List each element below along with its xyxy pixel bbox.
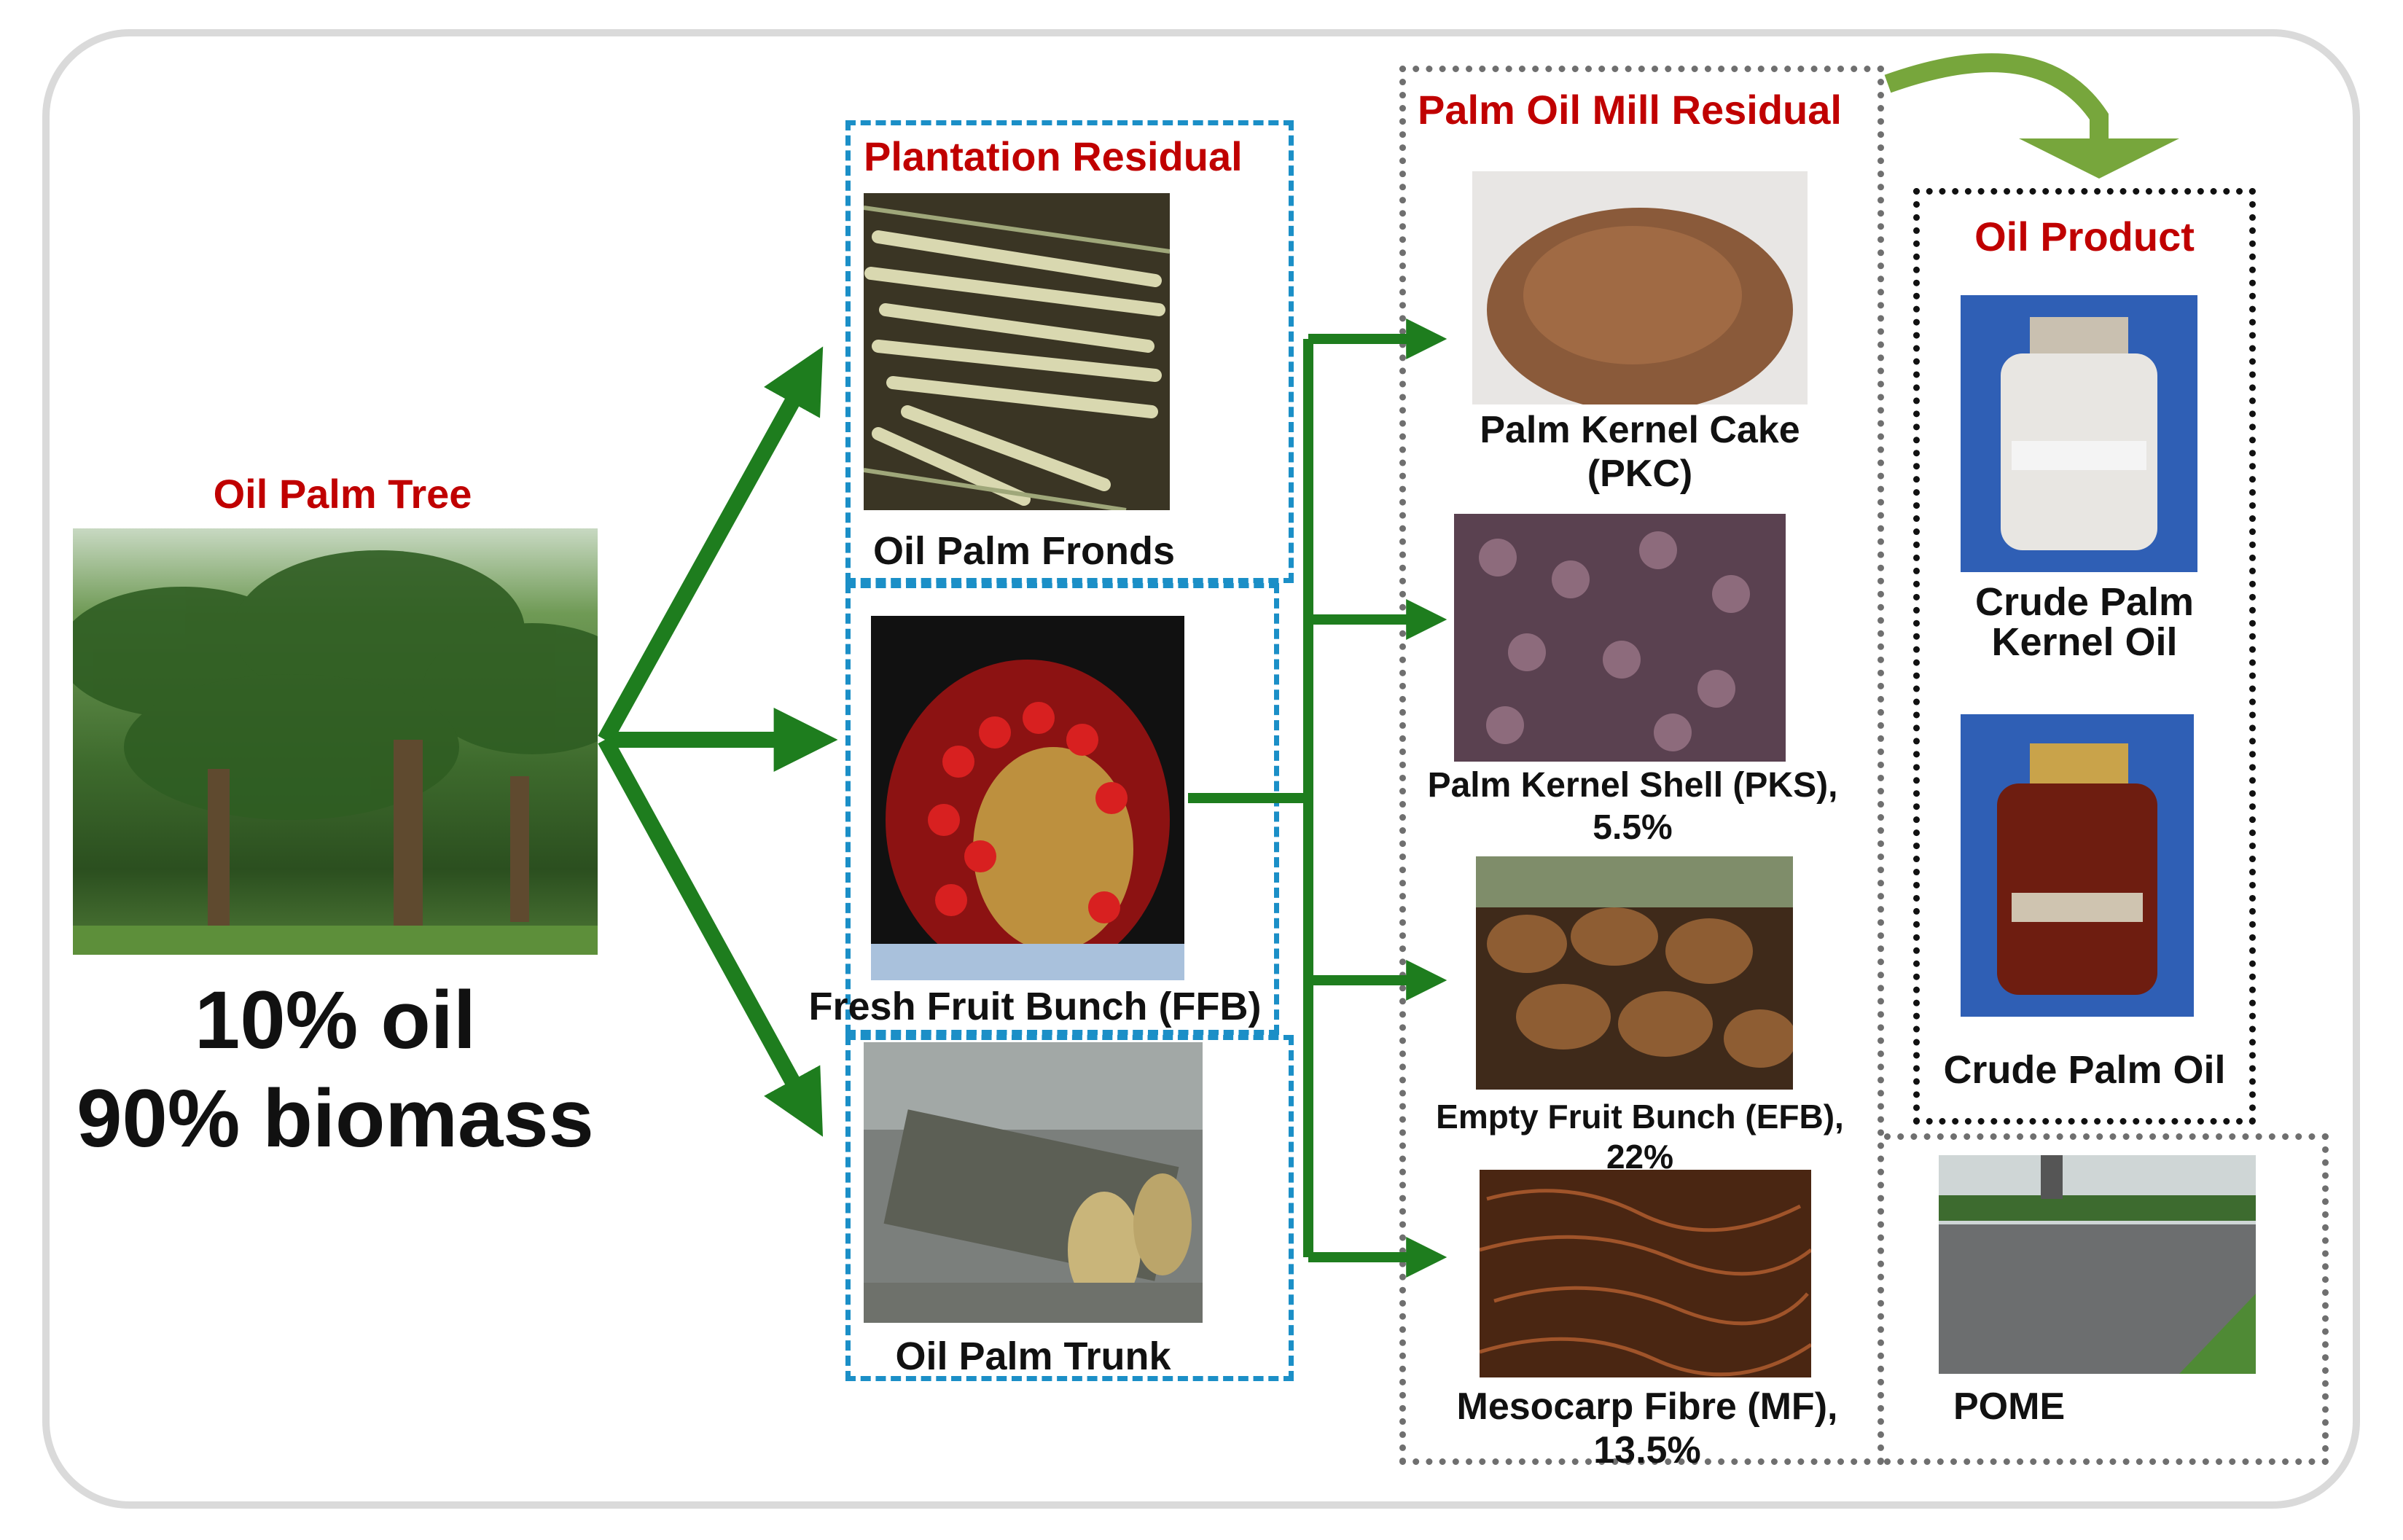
mill-residual-title: Palm Oil Mill Residual [1418, 87, 1842, 133]
curved-arrow-head [2019, 138, 2179, 179]
oil-product-title: Oil Product [1974, 214, 2195, 259]
empty-fruit-bunch-photo [1476, 856, 1793, 1090]
empty-fruit-bunch-label-2: 22% [1606, 1138, 1674, 1176]
mesocarp-fibre-photo [1480, 1170, 1811, 1377]
arrow-to-trunk [598, 735, 824, 1137]
pome-label: POME [1953, 1385, 2066, 1428]
pome-box [1884, 1133, 2329, 1465]
fresh-fruit-bunch-photo [871, 616, 1184, 980]
crude-palm-kernel-oil-photo [1961, 295, 2197, 572]
palm-kernel-cake-label-2: (PKC) [1587, 453, 1693, 495]
palm-kernel-cake-label-1: Palm Kernel Cake [1480, 409, 1800, 451]
crude-palm-kernel-oil-label-2: Kernel Oil [1991, 620, 2178, 664]
crude-palm-kernel-oil-label-1: Crude Palm [1974, 580, 2195, 624]
mesocarp-fibre-label-2: 13.5% [1593, 1429, 1701, 1471]
palm-kernel-shell-label-2: 5.5% [1593, 808, 1673, 847]
palm-kernel-cake-photo [1472, 171, 1808, 404]
oil-product-box [1913, 188, 2256, 1125]
oil-percentage: 10% oil [195, 974, 476, 1066]
oil-palm-trunk-label: Oil Palm Trunk [895, 1334, 1171, 1378]
palm-kernel-shell-label-1: Palm Kernel Shell (PKS), [1427, 766, 1838, 805]
oil-palm-fronds-photo [864, 193, 1170, 510]
fresh-fruit-bunch-label: Fresh Fruit Bunch (FFB) [808, 985, 1262, 1028]
palm-kernel-shell-photo [1454, 514, 1786, 762]
oil-palm-fronds-label: Oil Palm Fronds [872, 529, 1176, 573]
plantation-residual-box-top [845, 120, 1294, 583]
curved-arrow-to-oil-product [1884, 53, 2109, 142]
oil-palm-trunk-photo [864, 1042, 1203, 1323]
crude-palm-oil-label: Crude Palm Oil [1943, 1048, 2226, 1092]
pome-photo [1939, 1155, 2256, 1374]
oil-palm-tree-photo [73, 528, 598, 955]
empty-fruit-bunch-label-1: Empty Fruit Bunch (EFB), [1436, 1098, 1844, 1136]
mill-residual-box [1399, 66, 1884, 1465]
crude-palm-oil-photo [1961, 714, 2194, 1017]
plantation-residual-title: Plantation Residual [864, 133, 1243, 179]
plantation-residual-box-bottom [845, 1035, 1294, 1381]
biomass-percentage: 90% biomass [77, 1073, 594, 1164]
arrow-to-fronds [598, 346, 824, 744]
mesocarp-fibre-label-1: Mesocarp Fibre (MF), [1456, 1385, 1838, 1428]
plantation-residual-box-middle [845, 583, 1279, 1035]
oil-palm-tree-title: Oil Palm Tree [213, 471, 472, 517]
